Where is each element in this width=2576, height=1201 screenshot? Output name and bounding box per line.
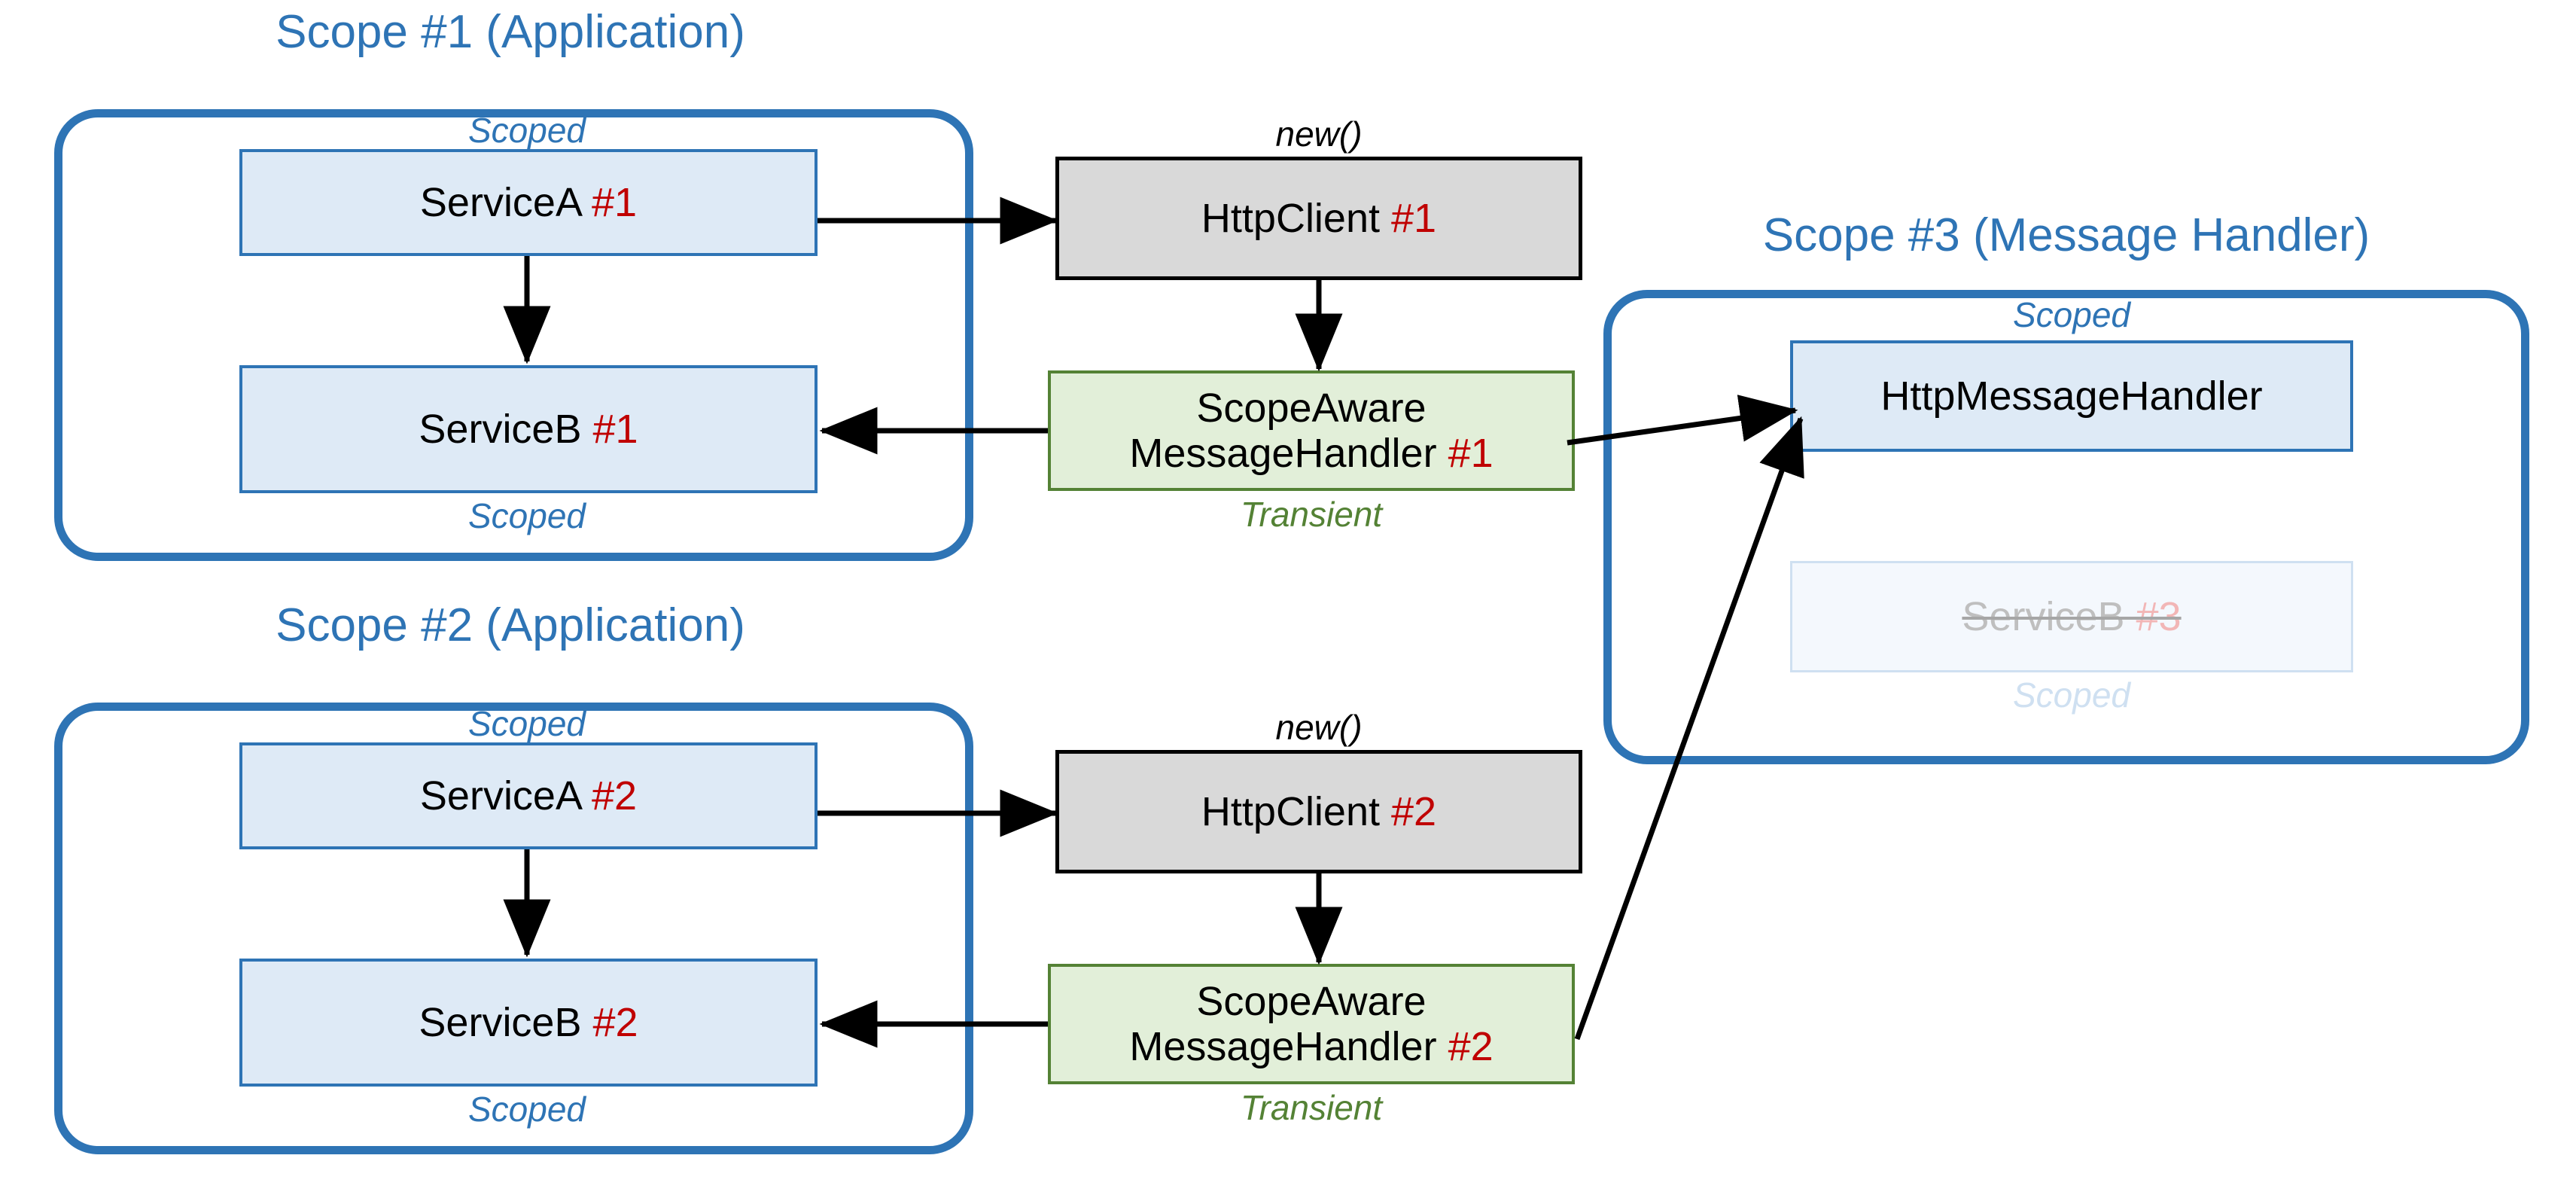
node-httpclient-2-label: HttpClient: [1201, 788, 1392, 834]
node-scopeaware-messagehandler-2[interactable]: ScopeAware MessageHandler #2: [1048, 964, 1575, 1084]
node-servicea-1-label: ServiceA: [419, 179, 592, 225]
node-servicea-2-label: ServiceA: [419, 773, 592, 818]
lifetime-label-scoped-servicea1: Scoped: [467, 111, 586, 150]
node-scopeaware-messagehandler-2-line1: ScopeAware: [1196, 978, 1427, 1024]
lifetime-label-scoped-serviceb1: Scoped: [467, 496, 586, 535]
scope-2-container: [54, 703, 973, 1154]
lifetime-label-scoped-servicea2: Scoped: [467, 704, 586, 743]
lifetime-label-new-httpclient2: new(): [1275, 708, 1363, 747]
node-serviceb-3-label: ServiceB: [1962, 593, 2136, 639]
lifetime-label-scoped-serviceb3: Scoped: [2012, 675, 2131, 715]
node-scopeaware-messagehandler-1-index: #1: [1448, 431, 1494, 476]
node-httpclient-1-label: HttpClient: [1201, 195, 1392, 241]
scope-1-container: [54, 109, 973, 561]
lifetime-label-scoped-serviceb2: Scoped: [467, 1090, 586, 1129]
node-scopeaware-messagehandler-1-line2: MessageHandler: [1129, 431, 1448, 476]
scope-1-title: Scope #1 (Application): [276, 6, 745, 58]
node-servicea-2-index: #2: [592, 773, 638, 818]
node-servicea-2[interactable]: ServiceA #2: [239, 742, 818, 849]
node-serviceb-1-label: ServiceB: [419, 406, 593, 452]
lifetime-label-scoped-httpmessagehandler: Scoped: [2012, 295, 2131, 334]
node-httpclient-1[interactable]: HttpClient #1: [1055, 157, 1582, 280]
node-httpclient-2-index: #2: [1391, 788, 1437, 834]
node-httpmessagehandler[interactable]: HttpMessageHandler: [1790, 340, 2353, 452]
scope-3-title: Scope #3 (Message Handler): [1762, 209, 2370, 261]
lifetime-label-transient-handler1: Transient: [1240, 495, 1383, 534]
node-serviceb-3-index: #3: [2136, 593, 2182, 639]
node-serviceb-1-index: #1: [592, 406, 638, 452]
scope-2-title: Scope #2 (Application): [276, 599, 745, 651]
node-servicea-1[interactable]: ServiceA #1: [239, 149, 818, 256]
node-scopeaware-messagehandler-1-line1: ScopeAware: [1196, 385, 1427, 431]
node-scopeaware-messagehandler-2-line2: MessageHandler: [1129, 1024, 1448, 1069]
node-serviceb-2-label: ServiceB: [419, 999, 593, 1045]
lifetime-label-transient-handler2: Transient: [1240, 1088, 1383, 1127]
node-serviceb-2-index: #2: [592, 999, 638, 1045]
lifetime-label-new-httpclient1: new(): [1275, 114, 1363, 154]
node-servicea-1-index: #1: [592, 179, 638, 225]
node-serviceb-1[interactable]: ServiceB #1: [239, 365, 818, 493]
node-httpclient-1-index: #1: [1391, 195, 1437, 241]
node-scopeaware-messagehandler-2-index: #2: [1448, 1024, 1494, 1069]
node-httpclient-2[interactable]: HttpClient #2: [1055, 750, 1582, 873]
node-scopeaware-messagehandler-1[interactable]: ScopeAware MessageHandler #1: [1048, 370, 1575, 491]
node-httpmessagehandler-label: HttpMessageHandler: [1880, 373, 2263, 419]
node-serviceb-2[interactable]: ServiceB #2: [239, 959, 818, 1087]
node-serviceb-3-disabled: ServiceB #3: [1790, 561, 2353, 672]
